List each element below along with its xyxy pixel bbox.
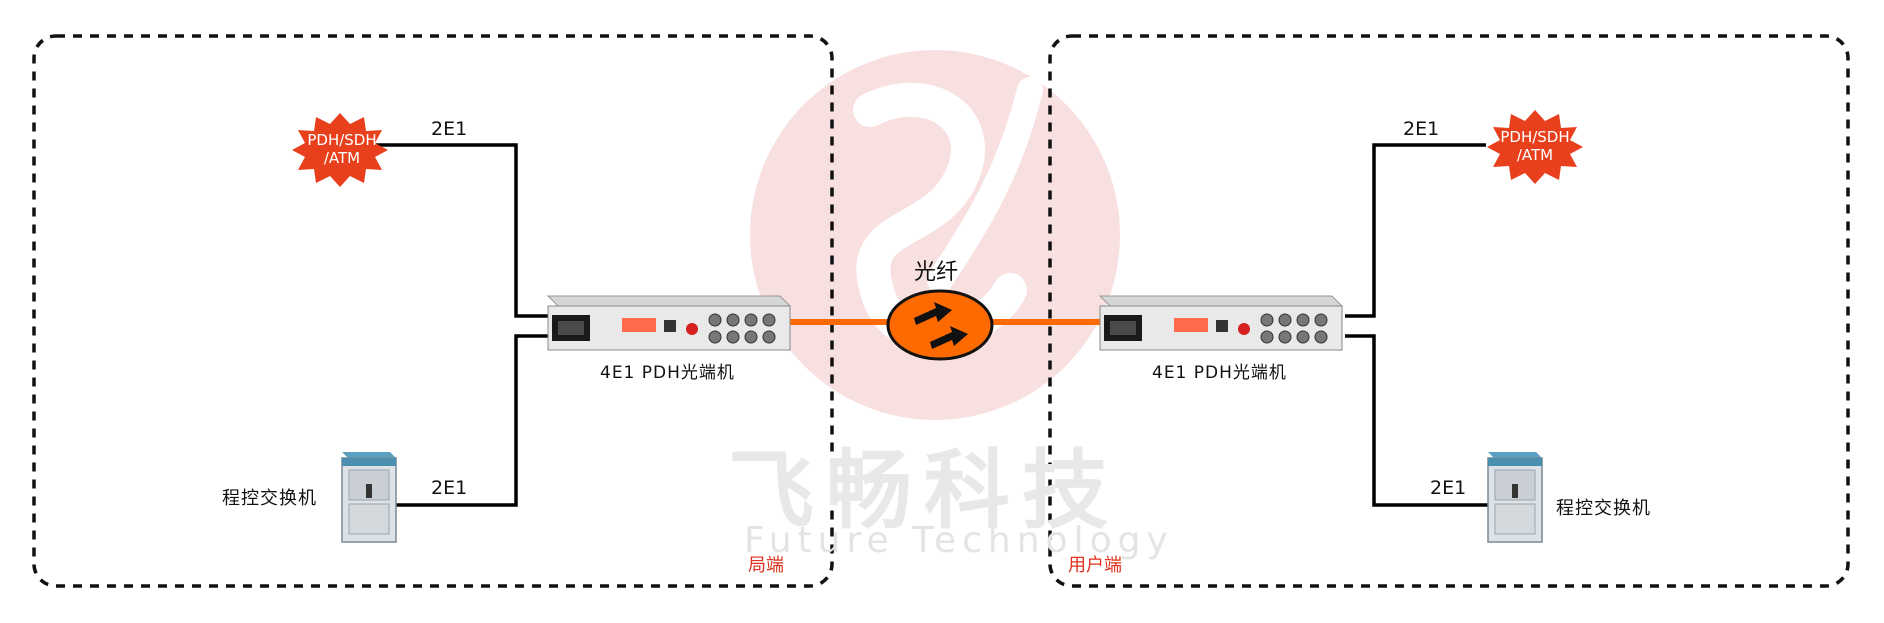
right-device-label: 4E1 PDH光端机 xyxy=(1152,363,1287,383)
rack-transceiver-icon xyxy=(546,295,792,351)
right-network-label-line2: /ATM xyxy=(1516,146,1554,164)
left-side-label: 局端 xyxy=(748,555,784,576)
watermark-english: Future Technology xyxy=(744,520,1174,561)
left-network-label: PDH/SDH /ATM xyxy=(282,131,402,167)
burst-star-icon xyxy=(292,113,388,187)
fiber-label: 光纤 xyxy=(914,260,959,285)
watermark-chinese: 飞畅科技 xyxy=(728,441,1120,541)
left-device-label: 4E1 PDH光端机 xyxy=(600,363,735,383)
right-top-link-label: 2E1 xyxy=(1403,118,1440,140)
rack-transceiver-icon xyxy=(1098,295,1344,351)
right-switch-label: 程控交换机 xyxy=(1556,498,1651,519)
right-bottom-cable xyxy=(1345,334,1488,507)
right-top-cable xyxy=(1345,143,1486,318)
left-top-link-label: 2E1 xyxy=(431,118,468,140)
left-top-cable xyxy=(376,143,548,318)
left-network-label-line1: PDH/SDH xyxy=(307,131,377,149)
cabinet-icon xyxy=(1487,452,1543,543)
burst-star-icon xyxy=(1487,110,1583,184)
left-site-boundary xyxy=(32,34,834,588)
watermark-logo xyxy=(750,50,1120,420)
right-bottom-link-label: 2E1 xyxy=(1430,477,1467,499)
cabinet-icon xyxy=(341,452,397,543)
double-arrow-oval-icon xyxy=(886,289,994,361)
left-network-label-line2: /ATM xyxy=(323,149,361,167)
right-network-label-line1: PDH/SDH xyxy=(1500,128,1570,146)
left-switch-label: 程控交换机 xyxy=(222,488,317,509)
left-bottom-link-label: 2E1 xyxy=(431,477,468,499)
right-site-boundary xyxy=(1048,34,1850,588)
left-bottom-cable xyxy=(396,334,548,507)
right-side-label: 用户端 xyxy=(1068,555,1122,576)
right-network-label: PDH/SDH /ATM xyxy=(1475,128,1595,164)
